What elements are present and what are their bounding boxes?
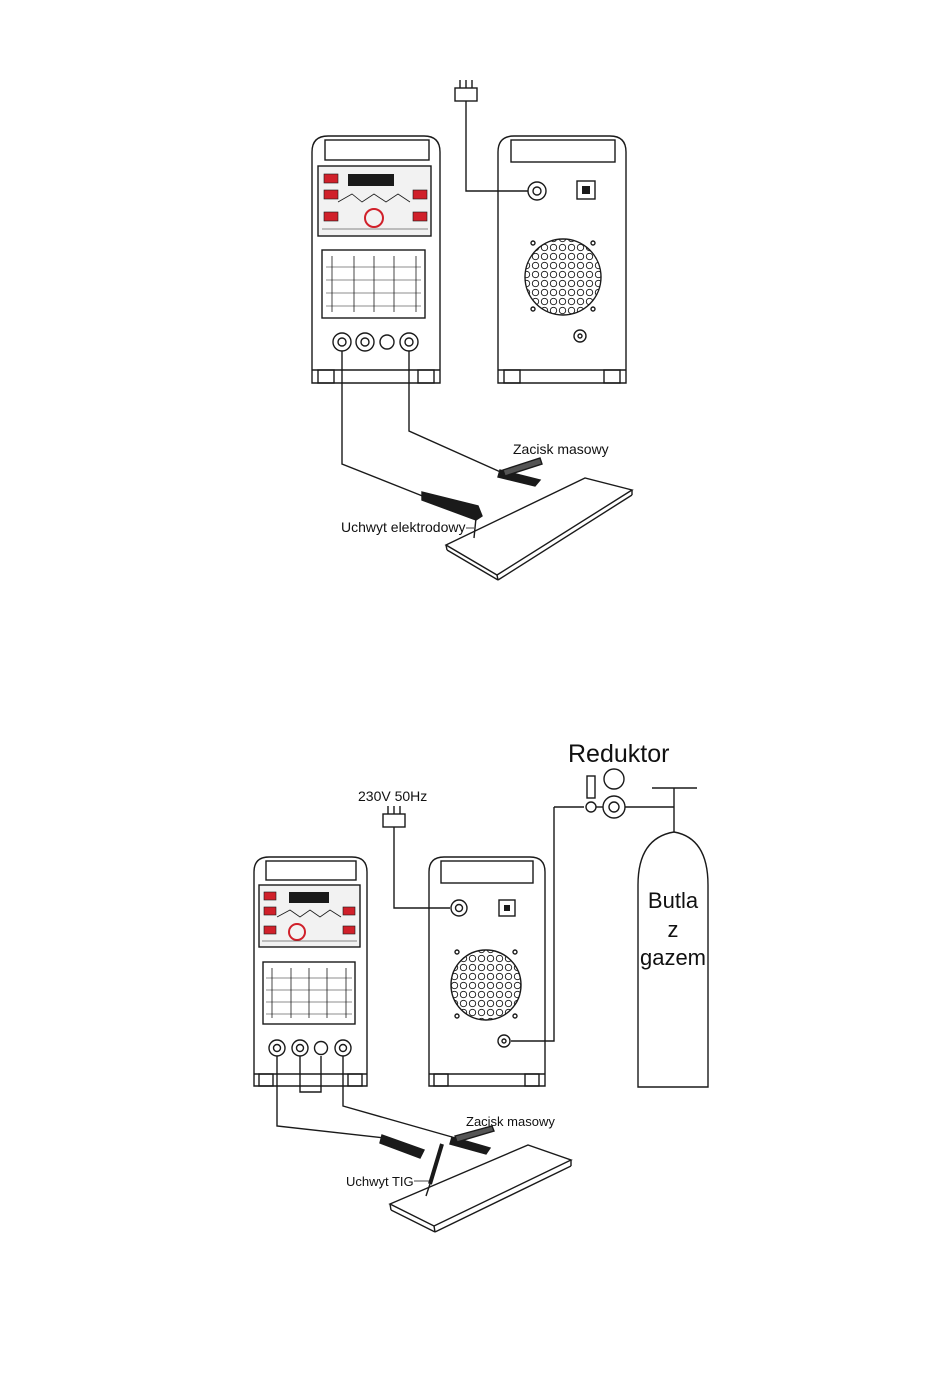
welder-rear-2 (429, 857, 545, 1086)
fan-grille-icon-2 (451, 950, 521, 1020)
workpiece (446, 478, 632, 575)
welder-front-2 (254, 857, 367, 1086)
label-tig-torch: Uchwyt TIG (346, 1174, 414, 1189)
display-screen-2 (289, 892, 329, 903)
label-ground-clamp-2: Zacisk masowy (466, 1114, 555, 1129)
welder-front (312, 136, 440, 383)
label-electrode-holder: Uchwyt elektrodowy (341, 519, 466, 535)
cylinder-label-line3: gazem (640, 945, 706, 970)
cylinder-label-line1: Butla (648, 888, 699, 913)
gas-inlet-icon (498, 1035, 510, 1047)
socket-plus-icon (400, 333, 418, 351)
tig-torch-cable (277, 1056, 385, 1138)
welder-rear (498, 136, 626, 383)
cylinder-label-line2: z (668, 917, 679, 942)
electrode-cable (342, 351, 425, 497)
ground-clamp-icon-2 (450, 1126, 494, 1154)
diagram-mma: Zacisk masowy Uchwyt elektrodowy (312, 80, 632, 580)
diagram-tig: Reduktor Butla z gazem 230V 50Hz (254, 740, 708, 1232)
regulator-icon (586, 769, 674, 818)
power-inlet-icon (528, 182, 546, 200)
power-inlet-icon-2 (451, 900, 467, 916)
socket-minus-icon (333, 333, 351, 351)
ground-cable-2 (343, 1056, 452, 1137)
display-screen (348, 174, 394, 186)
fan-grille-icon (525, 239, 601, 315)
ground-clamp-icon (498, 458, 542, 486)
gas-outlet-icon (574, 330, 586, 342)
label-ground-clamp-1: Zacisk masowy (513, 441, 609, 457)
label-power: 230V 50Hz (358, 788, 427, 804)
label-reducer: Reduktor (568, 740, 669, 768)
